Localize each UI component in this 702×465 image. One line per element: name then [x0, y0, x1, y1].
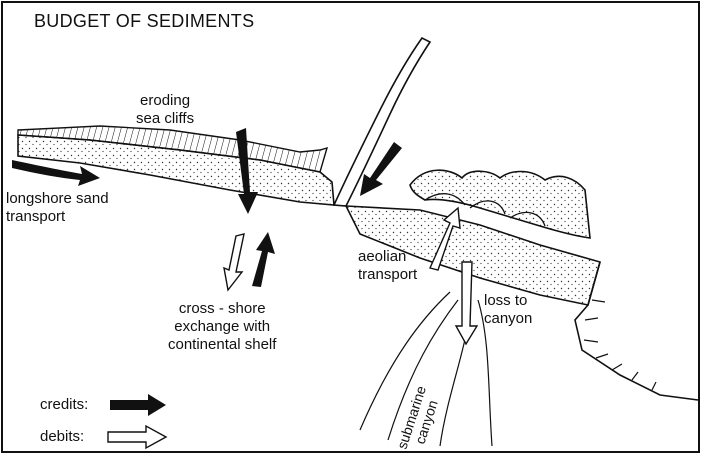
- label-line: exchange with: [174, 318, 271, 335]
- river: [332, 36, 432, 207]
- credit-arrow-river: [360, 142, 402, 196]
- diagram-title: BUDGET OF SEDIMENTS: [34, 11, 255, 31]
- label-line: canyon: [484, 310, 533, 327]
- coastal-dunes: [409, 169, 591, 239]
- label-longshore-sand-transport: longshore sand transport: [6, 190, 109, 226]
- label-line: eroding: [140, 92, 191, 109]
- label-line: sea cliffs: [136, 110, 195, 127]
- debit-arrow-cross-shore: [223, 233, 245, 292]
- credit-arrow-longshore: [12, 160, 100, 186]
- debit-arrow-aeolian: [429, 206, 461, 271]
- label-line: transport: [358, 266, 418, 283]
- label-eroding-sea-cliffs: eroding sea cliffs: [136, 92, 194, 128]
- legend-debit-arrow: [107, 424, 168, 450]
- label-line: longshore sand: [6, 190, 109, 207]
- label-line: cross - shore: [178, 300, 266, 317]
- label-loss-to-canyon: loss to canyon: [484, 292, 532, 328]
- credit-arrow-cliff-erosion: [236, 128, 258, 214]
- label-line: continental shelf: [168, 336, 277, 353]
- label-line: aeolian: [358, 248, 407, 265]
- label-cross-shore-exchange: cross - shore exchange with continental …: [168, 300, 276, 354]
- label-line: transport: [6, 208, 66, 225]
- legend-debits-label: debits:: [40, 428, 85, 445]
- diagram-frame: [1, 1, 700, 453]
- label-line: loss to: [484, 292, 528, 309]
- debit-arrow-canyon: [454, 261, 479, 346]
- label-aeolian-transport: aeolian transport: [358, 248, 417, 284]
- eroding-cliffs: [17, 125, 329, 173]
- credit-arrow-cross-shore: [252, 232, 275, 287]
- legend-credit-arrow: [110, 394, 166, 416]
- headland-cliff: [574, 261, 699, 401]
- submarine-canyon: [359, 291, 493, 447]
- legend-credits-label: credits:: [40, 396, 89, 413]
